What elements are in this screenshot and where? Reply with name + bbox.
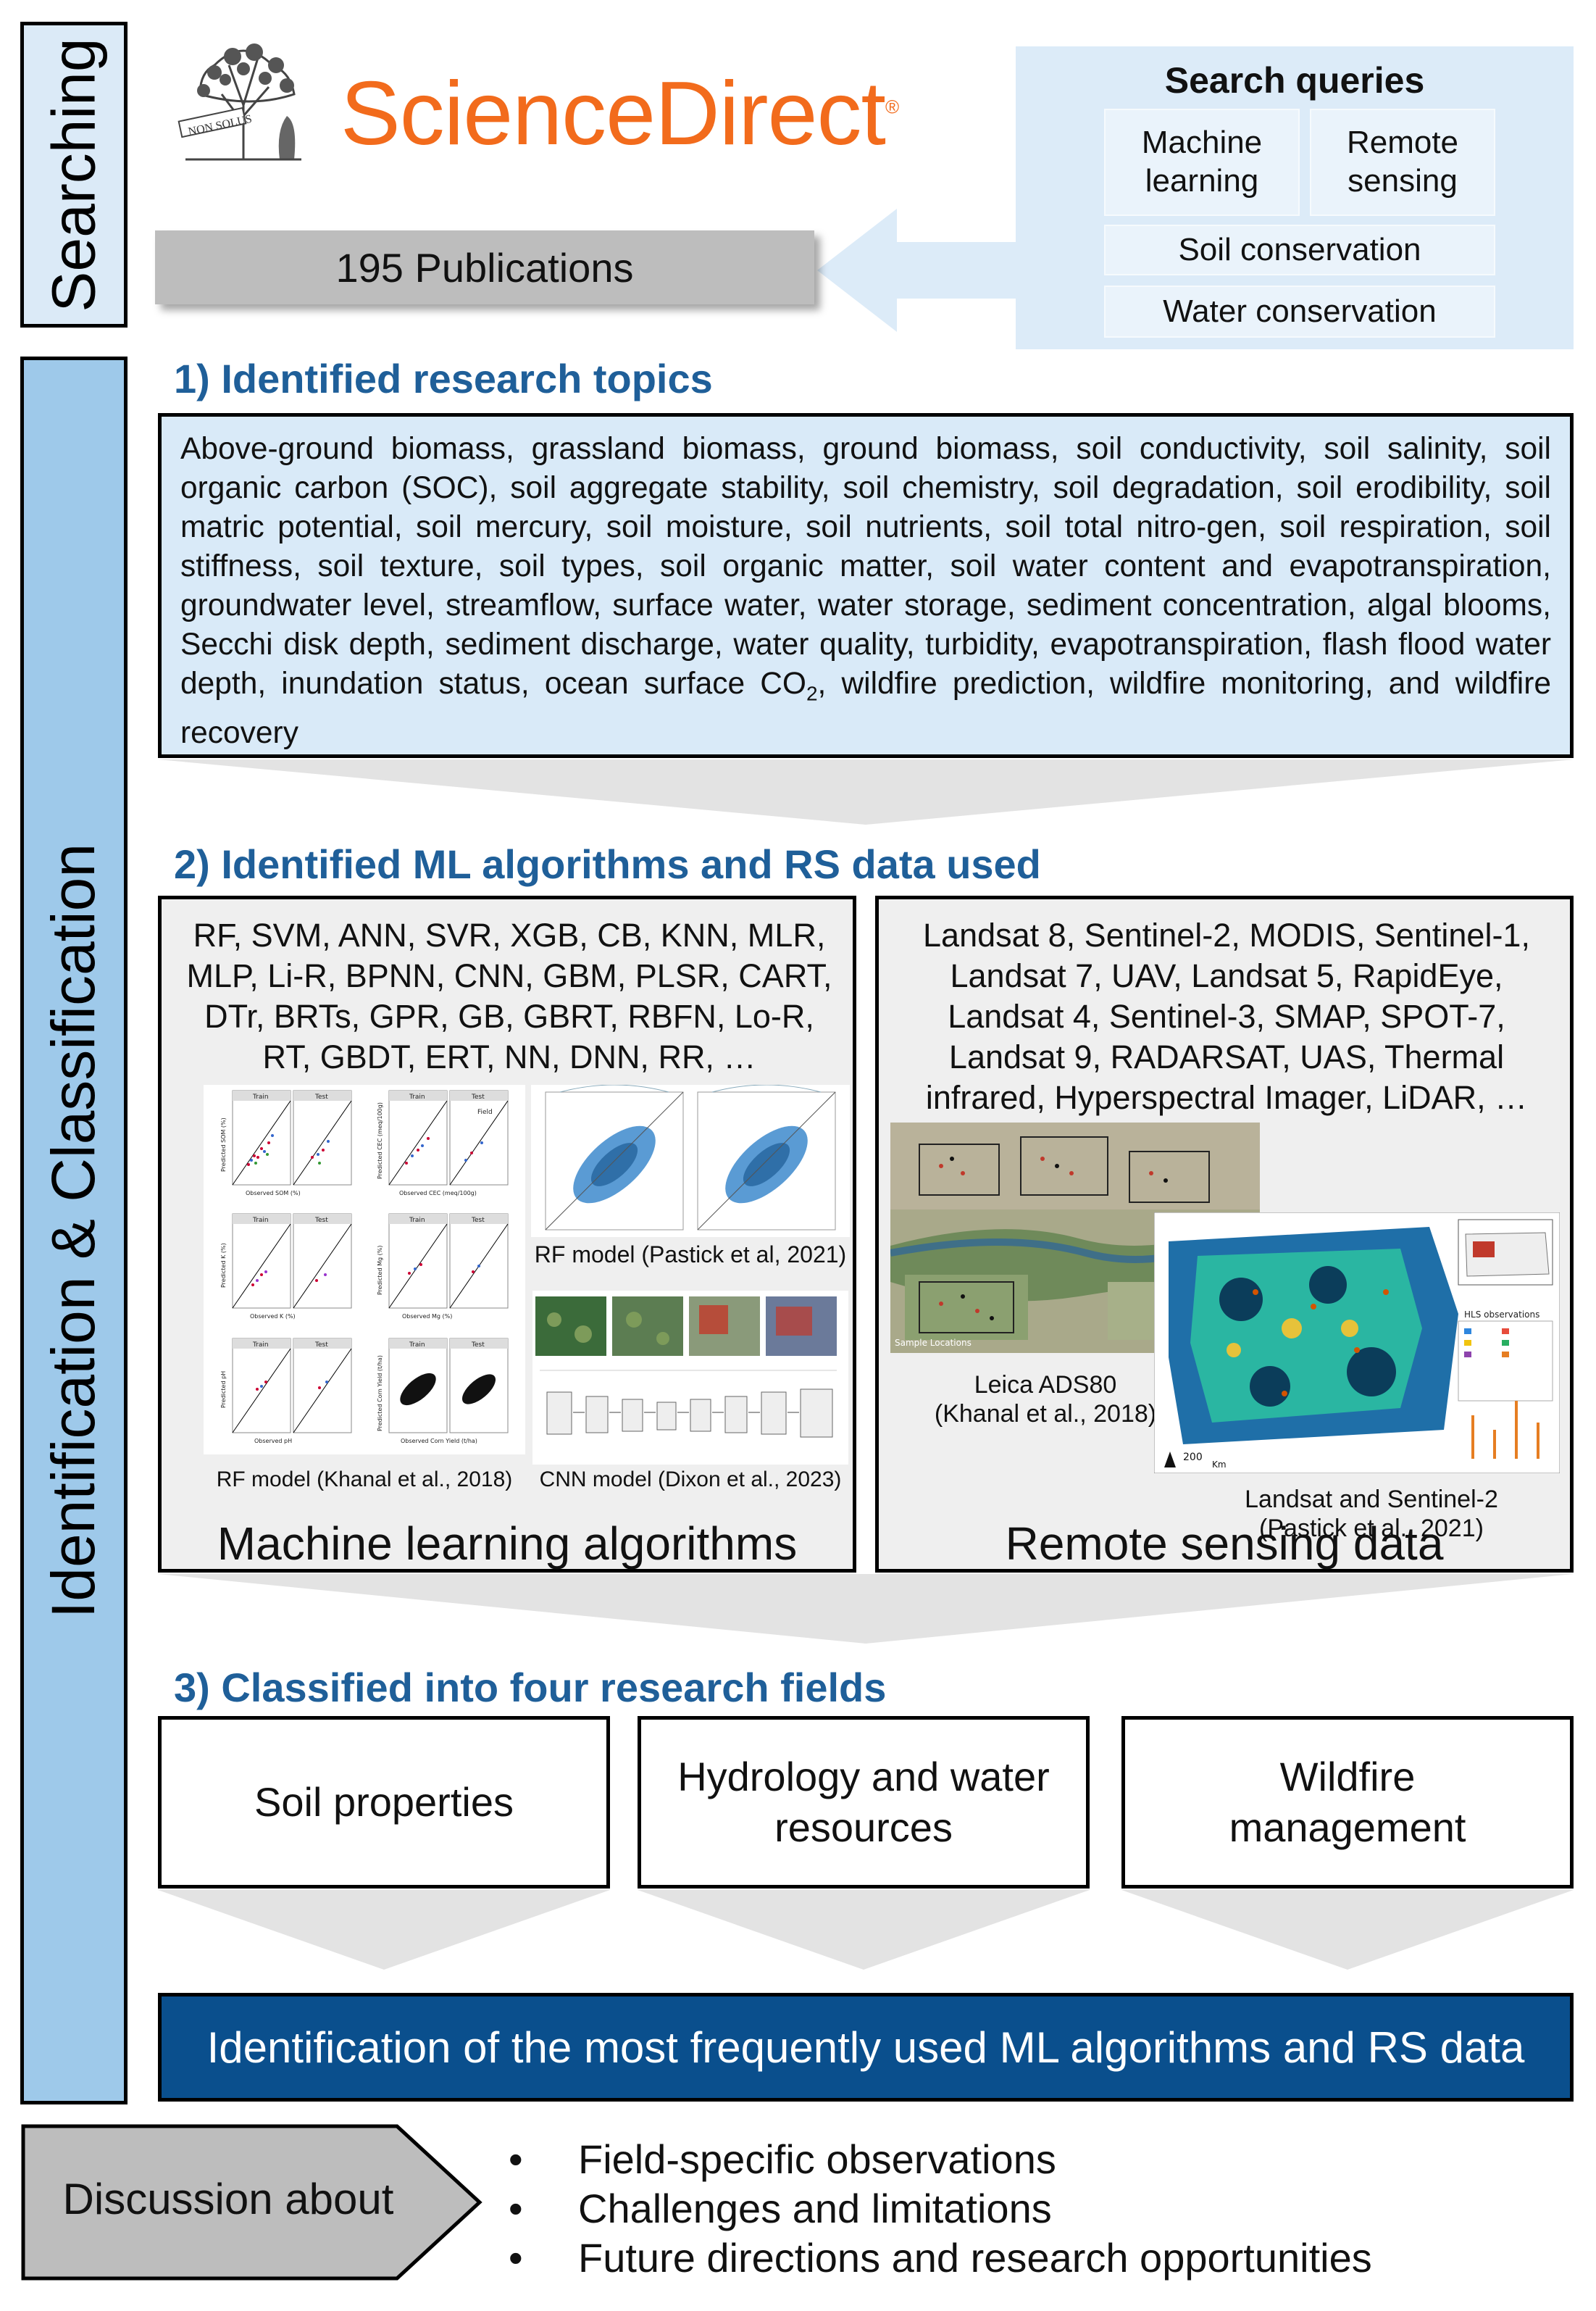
discussion-arrow [20,2123,484,2281]
stage-searching: Searching [20,22,128,328]
khanal-train-label-2: Train [409,1094,425,1101]
khanal-som-x: Observed SOM (%) [246,1190,301,1196]
pastick-rf-scatters [531,1084,850,1237]
dixon-cnn-figure [532,1291,848,1465]
bullet-icon: • [509,2186,523,2231]
discussion-item-label: Future directions and research opportuni… [578,2235,1372,2281]
final-identification-text: Identification of the most frequently us… [206,2023,1525,2072]
rs-data-label: Remote sensing data [1005,1517,1444,1570]
sciencedirect-wordmark: ScienceDirect® [340,62,899,164]
discussion-item: • Future directions and research opportun… [509,2233,1523,2283]
khanal-mg-x: Observed Mg (%) [402,1313,452,1320]
map-scale-value: 200 [1183,1452,1203,1463]
research-topics-text-end: , wildfire prediction, wildfire monitori… [180,667,1551,750]
khanal-som-y: Predicted SOM (%) [220,1117,227,1172]
khanal-field-legend: Field [477,1109,493,1116]
khanal-train-label-1: Train [252,1094,269,1101]
khanal-test-label-2: Test [471,1094,485,1101]
discussion-item-label: Field-specific observations [578,2136,1056,2182]
caption-leica-line2: (Khanal et al., 2018) [934,1400,1157,1428]
stage-identification-label: Identification & Classification [39,843,108,1618]
khanal-cec-y: Predicted CEC (meq/100g) [377,1102,383,1179]
field-wildfire: Wildfire management [1121,1716,1574,1889]
query-soil-conservation: Soil conservation [1104,225,1495,275]
search-queries-title: Search queries [1164,60,1425,101]
khanal-test-label-4: Test [471,1217,485,1224]
caption-landsat-line1: Landsat and Sentinel-2 [1245,1486,1498,1513]
arrow-section2-down [158,1574,1574,1644]
discussion-item: • Challenges and limitations [509,2184,1523,2233]
khanal-test-label-1: Test [314,1094,328,1101]
khanal-yield-x: Observed Corn Yield (t/ha) [401,1438,477,1444]
brand-reg: ® [885,96,899,118]
publications-label: 195 Publications [335,244,634,291]
khanal-train-label-4: Train [409,1217,425,1224]
caption-leica: Leica ADS80 (Khanal et al., 2018) [901,1370,1190,1428]
discussion-list: • Field-specific observations • Challenges… [509,2135,1523,2283]
ml-algorithms-box: RF, SVM, ANN, SVR, XGB, CB, KNN, MLR, ML… [158,896,856,1573]
query-remote-sensing: Remote sensing [1310,109,1495,216]
khanal-train-label-3: Train [252,1217,269,1224]
caption-landsat: Landsat and Sentinel-2 (Pastick et al., … [1198,1485,1545,1543]
publications-count: 195 Publications [155,230,814,304]
khanal-test-label-5: Test [314,1341,328,1349]
discussion-item: • Field-specific observations [509,2135,1523,2184]
rs-data-box: Landsat 8, Sentinel-2, MODIS, Sentinel-1… [875,896,1574,1573]
caption-landsat-line2: (Pastick et al., 2021) [1259,1515,1484,1542]
khanal-train-label-5: Train [252,1341,269,1349]
khanal-scatter-figure: Train Test Observed SOM (%) Predicted SO… [204,1085,525,1454]
caption-khanal-rf: RF model (Khanal et al., 2018) [216,1467,513,1491]
landsat-sentinel-map: HLS observations 200 Km [1153,1212,1561,1474]
caption-pastick-rf: RF model (Pastick et al, 2021) [534,1241,847,1267]
discussion-item-label: Challenges and limitations [578,2186,1052,2231]
khanal-train-label-6: Train [409,1341,425,1349]
khanal-k-x: Observed K (%) [250,1313,296,1320]
research-topics-text: Above-ground biomass, grassland biomass,… [180,432,1551,701]
section2-title: 2) Identified ML algorithms and RS data … [174,841,1041,887]
section1-title: 1) Identified research topics [174,356,713,401]
co2-subscript: 2 [806,682,818,705]
research-topics-box: Above-ground biomass, grassland biomass,… [158,413,1574,758]
khanal-mg-y: Predicted Mg (%) [377,1246,383,1295]
sample-locations-label: Sample Locations [895,1338,972,1348]
bullet-icon: • [509,2136,523,2182]
rs-data-list: Landsat 8, Sentinel-2, MODIS, Sentinel-1… [923,917,1530,1116]
arrows-fields-down [158,1890,1574,1970]
arrow-section1-down [158,759,1574,825]
discussion-label: Discussion about [62,2175,394,2223]
caption-dixon-cnn: CNN model (Dixon et al., 2023) [539,1467,842,1491]
khanal-test-label-6: Test [471,1341,485,1349]
hls-observations-label: HLS observations [1464,1309,1539,1320]
search-queries-panel: Search queries Machine learning Remote s… [1016,46,1574,349]
khanal-yield-y: Predicted Corn Yield (t/ha) [377,1355,383,1431]
stage-searching-label: Searching [39,37,108,312]
caption-leica-line1: Leica ADS80 [974,1371,1117,1399]
ml-algorithms-label: Machine learning algorithms [217,1517,798,1570]
section3-title: 3) Classified into four research fields [174,1665,887,1710]
field-hydrology: Hydrology and water resources [638,1716,1090,1889]
query-water-conservation: Water conservation [1104,286,1495,338]
arrow-queries-to-publications [817,209,1027,332]
final-identification-bar: Identification of the most frequently us… [158,1993,1574,2102]
khanal-cec-x: Observed CEC (meq/100g) [399,1190,477,1196]
brand-name: ScienceDirect [340,64,886,164]
khanal-ph-y: Predicted pH [220,1371,227,1408]
elsevier-tree-logo: NON SOLUS [171,36,316,164]
query-machine-learning: Machine learning [1104,109,1300,216]
field-soil-properties: Soil properties [158,1716,610,1889]
khanal-test-label-3: Test [314,1217,328,1224]
khanal-ph-x: Observed pH [254,1438,292,1444]
map-scale-unit: Km [1212,1460,1227,1470]
stage-identification: Identification & Classification [20,357,128,2104]
bullet-icon: • [509,2235,523,2281]
khanal-k-y: Predicted K (%) [220,1243,227,1288]
ml-algorithms-list: RF, SVM, ANN, SVR, XGB, CB, KNN, MLR, ML… [186,917,832,1075]
